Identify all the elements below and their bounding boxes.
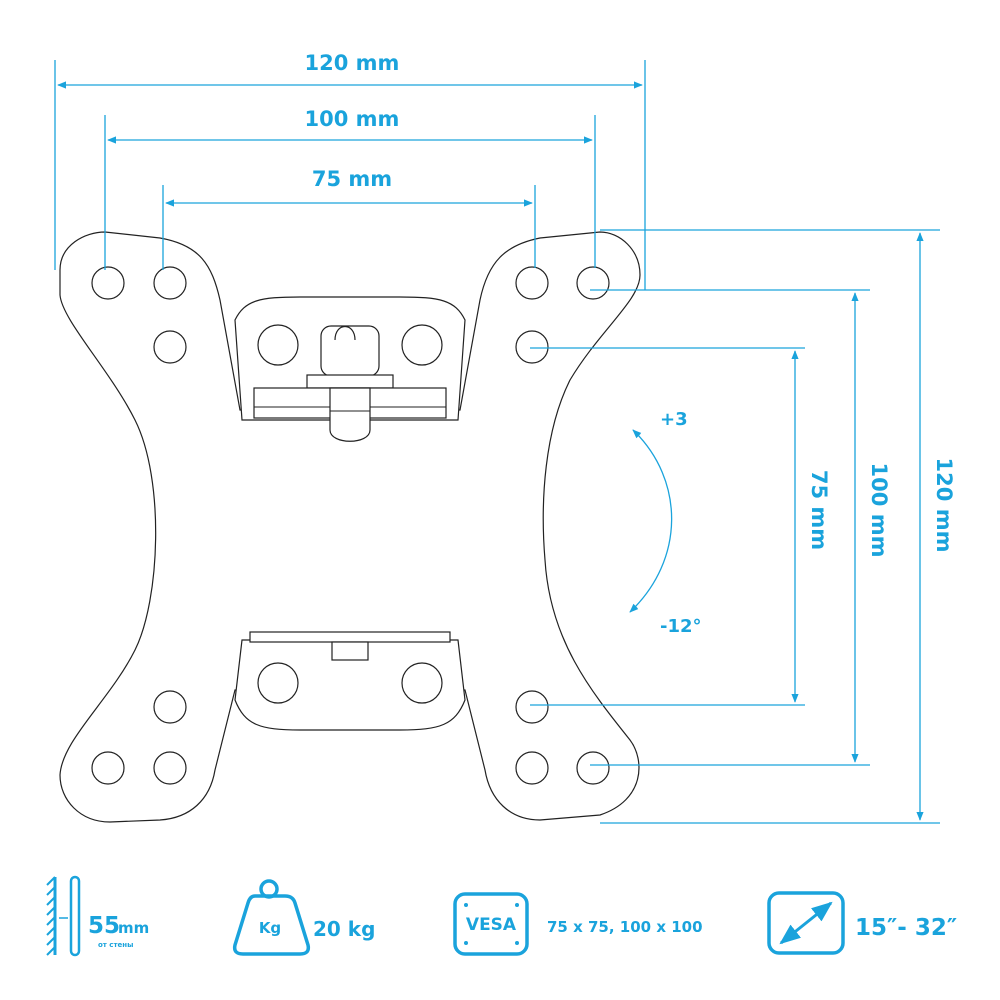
dim-120-label: 120 mm [305,51,400,75]
tilt-indicator: +3 -12° [629,409,702,637]
weight-value: 20 kg [313,917,375,941]
wall-distance-unit: mm [118,919,149,937]
mounting-holes [91,266,610,785]
top-bracket [234,296,466,442]
bottom-bracket [234,631,466,731]
horizontal-dimensions: 120 mm 100 mm 75 mm [54,51,646,290]
weight-icon-label: Kg [259,919,281,937]
vdim-75-label: 75 mm [807,470,831,550]
mount-plate [59,231,641,823]
vdim-120-label: 120 mm [932,458,956,553]
screen-size-icon [767,891,845,955]
screen-size-value: 15″- 32″ [855,915,957,941]
vesa-icon: VESA [453,892,529,956]
vdim-100-label: 100 mm [867,463,891,558]
vertical-dimensions: 75 mm 100 mm 120 mm [530,229,956,824]
wall-distance-icon [46,875,81,957]
wall-distance-note: от стены [98,941,133,949]
weight-icon: Kg [232,879,311,956]
tilt-up-label: +3 [660,409,688,430]
vesa-value: 75 x 75, 100 x 100 [547,918,703,936]
dim-75-label: 75 mm [312,167,392,191]
dim-100-label: 100 mm [305,107,400,131]
vesa-icon-label: VESA [466,915,517,935]
wall-distance-value: 55 [88,913,120,939]
tilt-down-label: -12° [660,616,702,637]
